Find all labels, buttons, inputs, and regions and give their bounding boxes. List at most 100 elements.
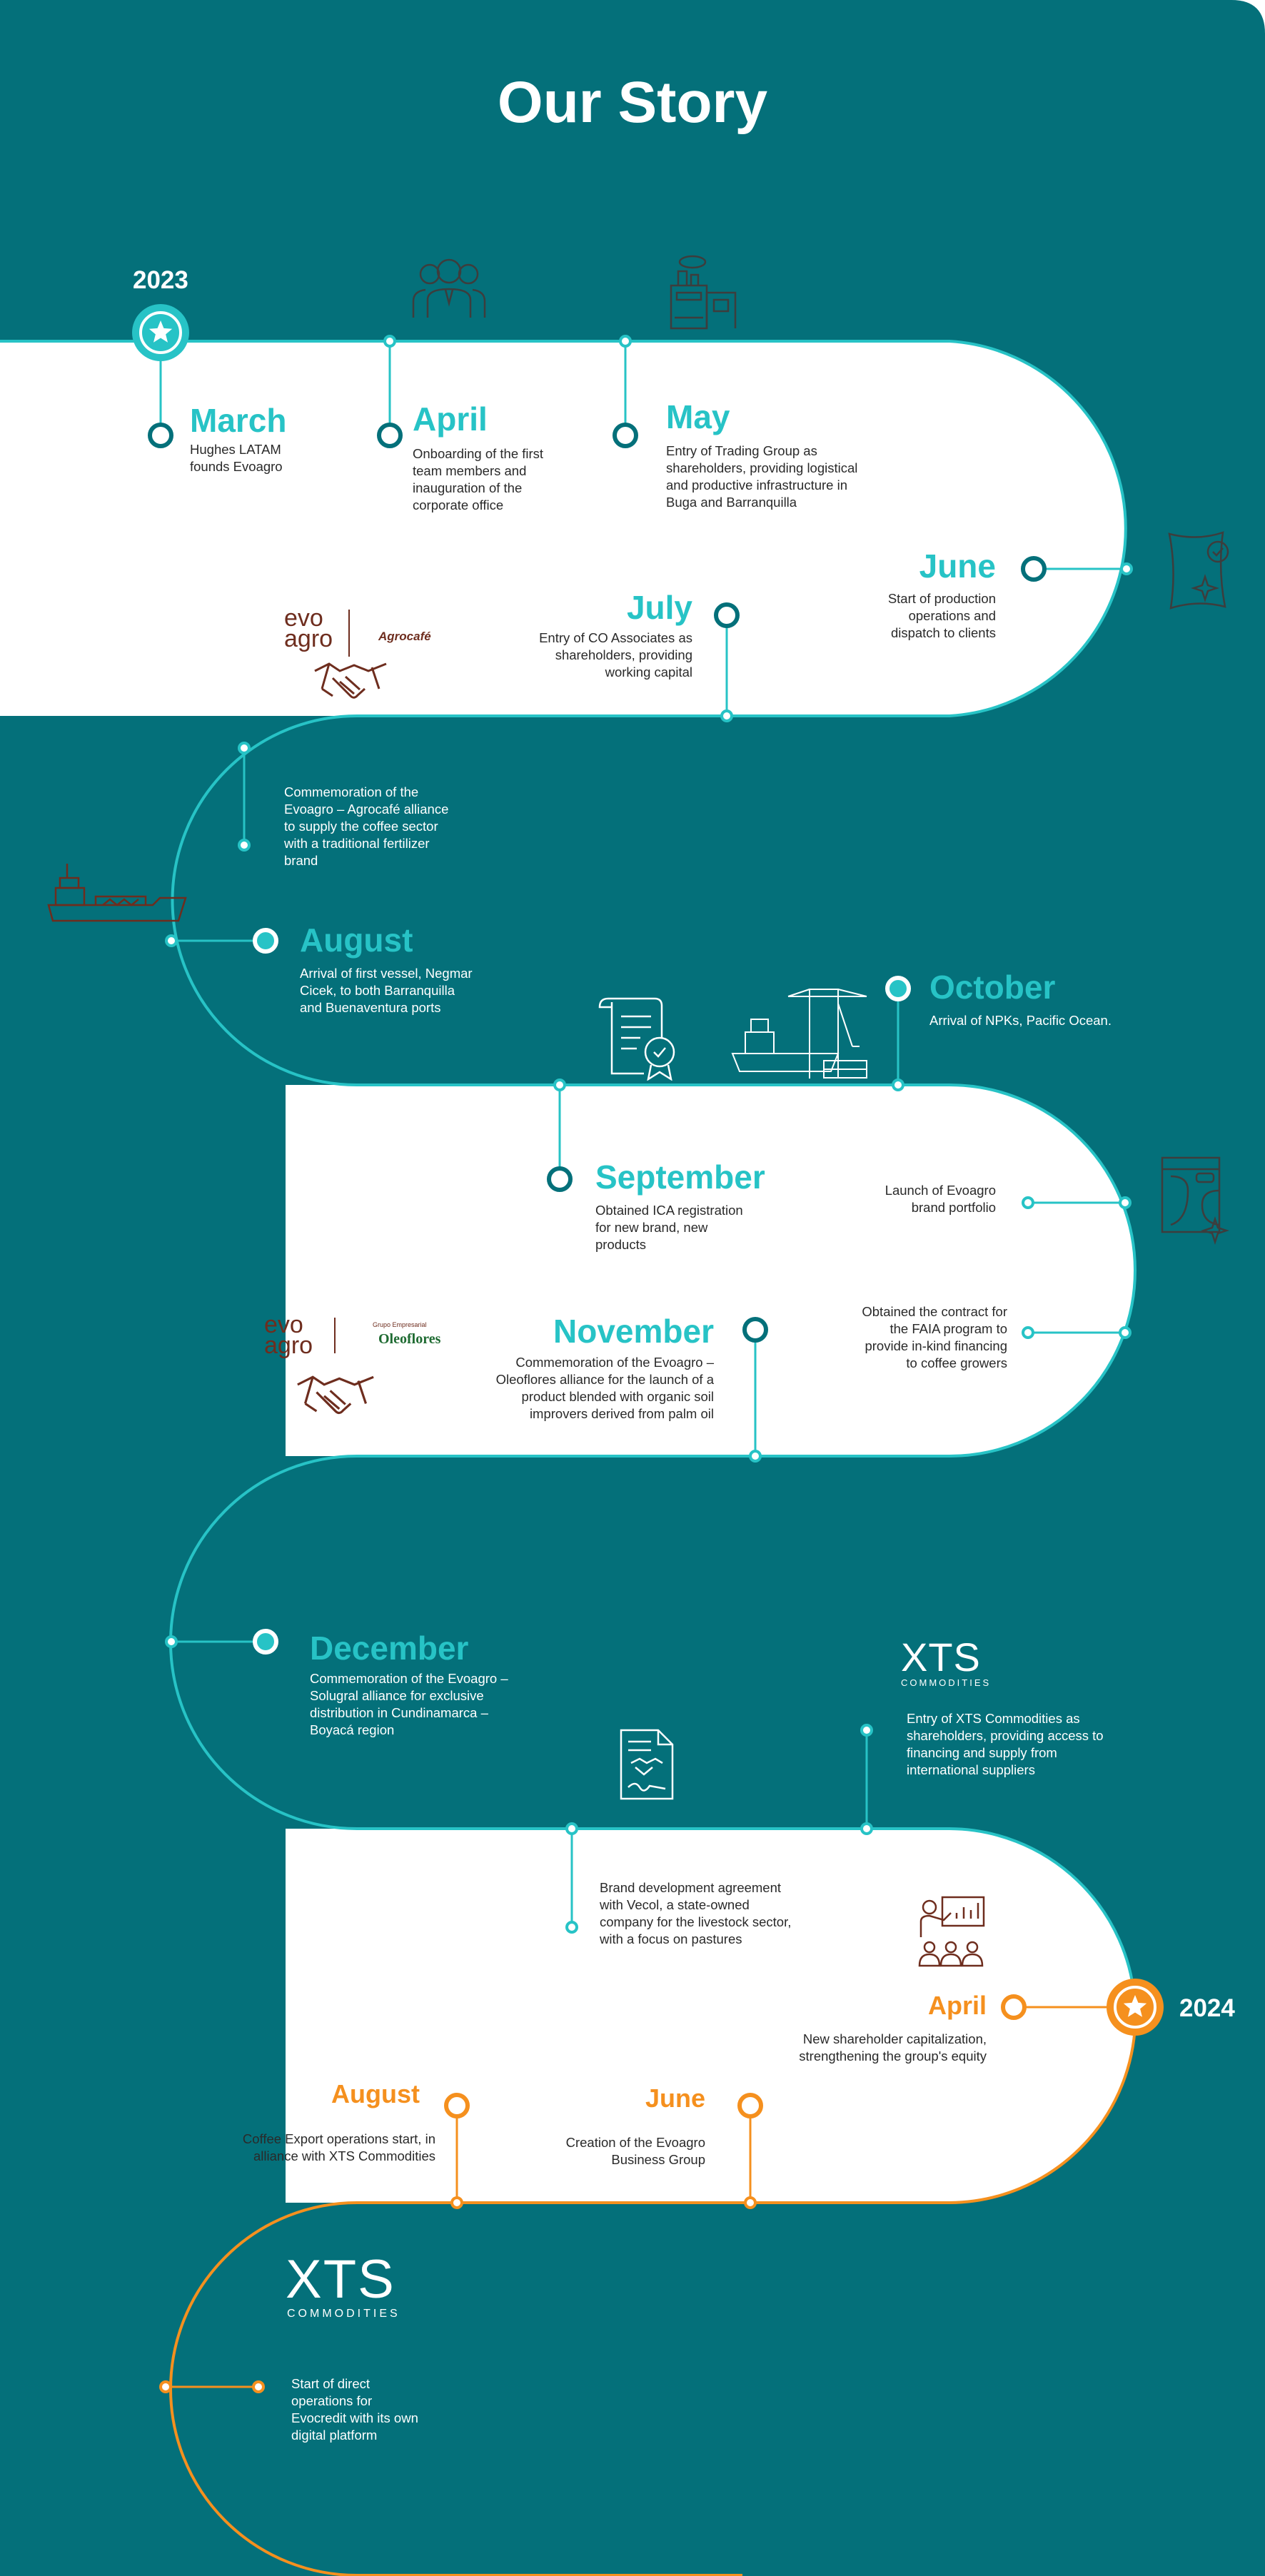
month-marker xyxy=(253,928,278,954)
desc-november: Commemoration of the Evoagro –Oleoflores… xyxy=(495,1355,714,1422)
path-node xyxy=(165,934,178,947)
month-july: July xyxy=(626,589,692,626)
grupo-empresarial-label: Grupo Empresarial xyxy=(373,1321,427,1328)
month-august: August xyxy=(300,921,413,959)
oleoflores-logo: Oleoflores xyxy=(378,1331,441,1347)
month-marker xyxy=(1001,1994,1027,2020)
path-node xyxy=(1022,1326,1034,1339)
path-node xyxy=(860,1822,873,1835)
logo-divider-2 xyxy=(334,1318,336,1353)
path-node xyxy=(450,2196,463,2209)
path-node xyxy=(238,839,251,852)
xts-logo-1: XTS xyxy=(901,1635,981,1680)
year-2023: 2023 xyxy=(133,266,188,294)
month-marker xyxy=(885,976,911,1001)
month-june-2024: June xyxy=(645,2083,705,2113)
month-marker xyxy=(253,1629,278,1655)
contract-icon xyxy=(620,1729,674,1800)
path-node xyxy=(619,335,632,348)
month-april-2024: April xyxy=(927,1991,987,2020)
month-august-2024: August xyxy=(331,2079,420,2108)
month-november: November xyxy=(553,1313,714,1350)
month-may: May xyxy=(666,398,730,435)
path-node xyxy=(1119,1326,1132,1339)
path-node xyxy=(238,742,251,754)
month-october: October xyxy=(929,969,1056,1006)
path-node xyxy=(744,2196,757,2209)
teal-band-1 xyxy=(172,716,729,1085)
handshake-icon-2 xyxy=(297,1375,374,1415)
month-june: June xyxy=(919,547,996,585)
path-node xyxy=(553,1079,566,1091)
month-marker xyxy=(742,1317,768,1343)
path-node xyxy=(860,1724,873,1737)
path-node xyxy=(1119,1196,1132,1209)
timeline-path-teal xyxy=(0,340,1137,2006)
month-marker xyxy=(714,602,740,628)
page-title: Our Story xyxy=(497,70,768,135)
desc-october: Arrival of NPKs, Pacific Ocean. xyxy=(929,1013,1112,1028)
presentation-icon xyxy=(918,1896,985,1967)
month-marker xyxy=(613,423,638,448)
month-september: September xyxy=(595,1158,765,1196)
path-node xyxy=(720,709,733,722)
star-icon xyxy=(1123,1995,1147,2017)
path-node xyxy=(892,1079,904,1091)
path-node xyxy=(1120,562,1133,575)
month-marker xyxy=(547,1166,573,1192)
xts-commodities-1: COMMODITIES xyxy=(901,1677,992,1688)
month-marker xyxy=(444,2093,470,2118)
agrocafe-logo: Agrocafé xyxy=(378,630,431,643)
teal-band-2 xyxy=(171,1456,892,1829)
year-2024: 2024 xyxy=(1179,1994,1235,2022)
product-bag-icon xyxy=(1161,1156,1229,1245)
year-badge-ring xyxy=(1114,1986,1156,2029)
factory-icon xyxy=(670,255,737,330)
path-node xyxy=(252,2380,265,2393)
path-node xyxy=(383,335,396,348)
logo-divider-1 xyxy=(348,610,350,657)
team-icon xyxy=(412,258,486,318)
handshake-icon-1 xyxy=(314,662,387,699)
xts-commodities-2: COMMODITIES xyxy=(287,2308,400,2320)
desc-december: Commemoration of the Evoagro –Solugral a… xyxy=(310,1671,508,1738)
path-node xyxy=(165,1635,178,1648)
xts-logo-2: XTS xyxy=(286,2249,395,2310)
month-march: March xyxy=(190,402,287,439)
month-december: December xyxy=(310,1630,469,1667)
ship-icon xyxy=(47,864,187,922)
path-node xyxy=(749,1450,762,1463)
month-april: April xyxy=(413,400,488,438)
star-icon xyxy=(148,320,173,343)
path-node xyxy=(565,1921,578,1934)
month-marker xyxy=(737,2093,763,2118)
path-node xyxy=(565,1822,578,1835)
white-band-2 xyxy=(286,1085,1135,1456)
white-band-3 xyxy=(286,1829,1137,2203)
desc-april-2024: New shareholder capitalization,strengthe… xyxy=(799,2031,987,2064)
month-marker xyxy=(377,423,403,448)
path-node xyxy=(159,2380,172,2393)
year-badge-ring xyxy=(139,311,182,354)
timeline-path-orange xyxy=(169,2005,1137,2576)
port-crane-icon xyxy=(731,989,867,1079)
path-node xyxy=(1022,1196,1034,1209)
